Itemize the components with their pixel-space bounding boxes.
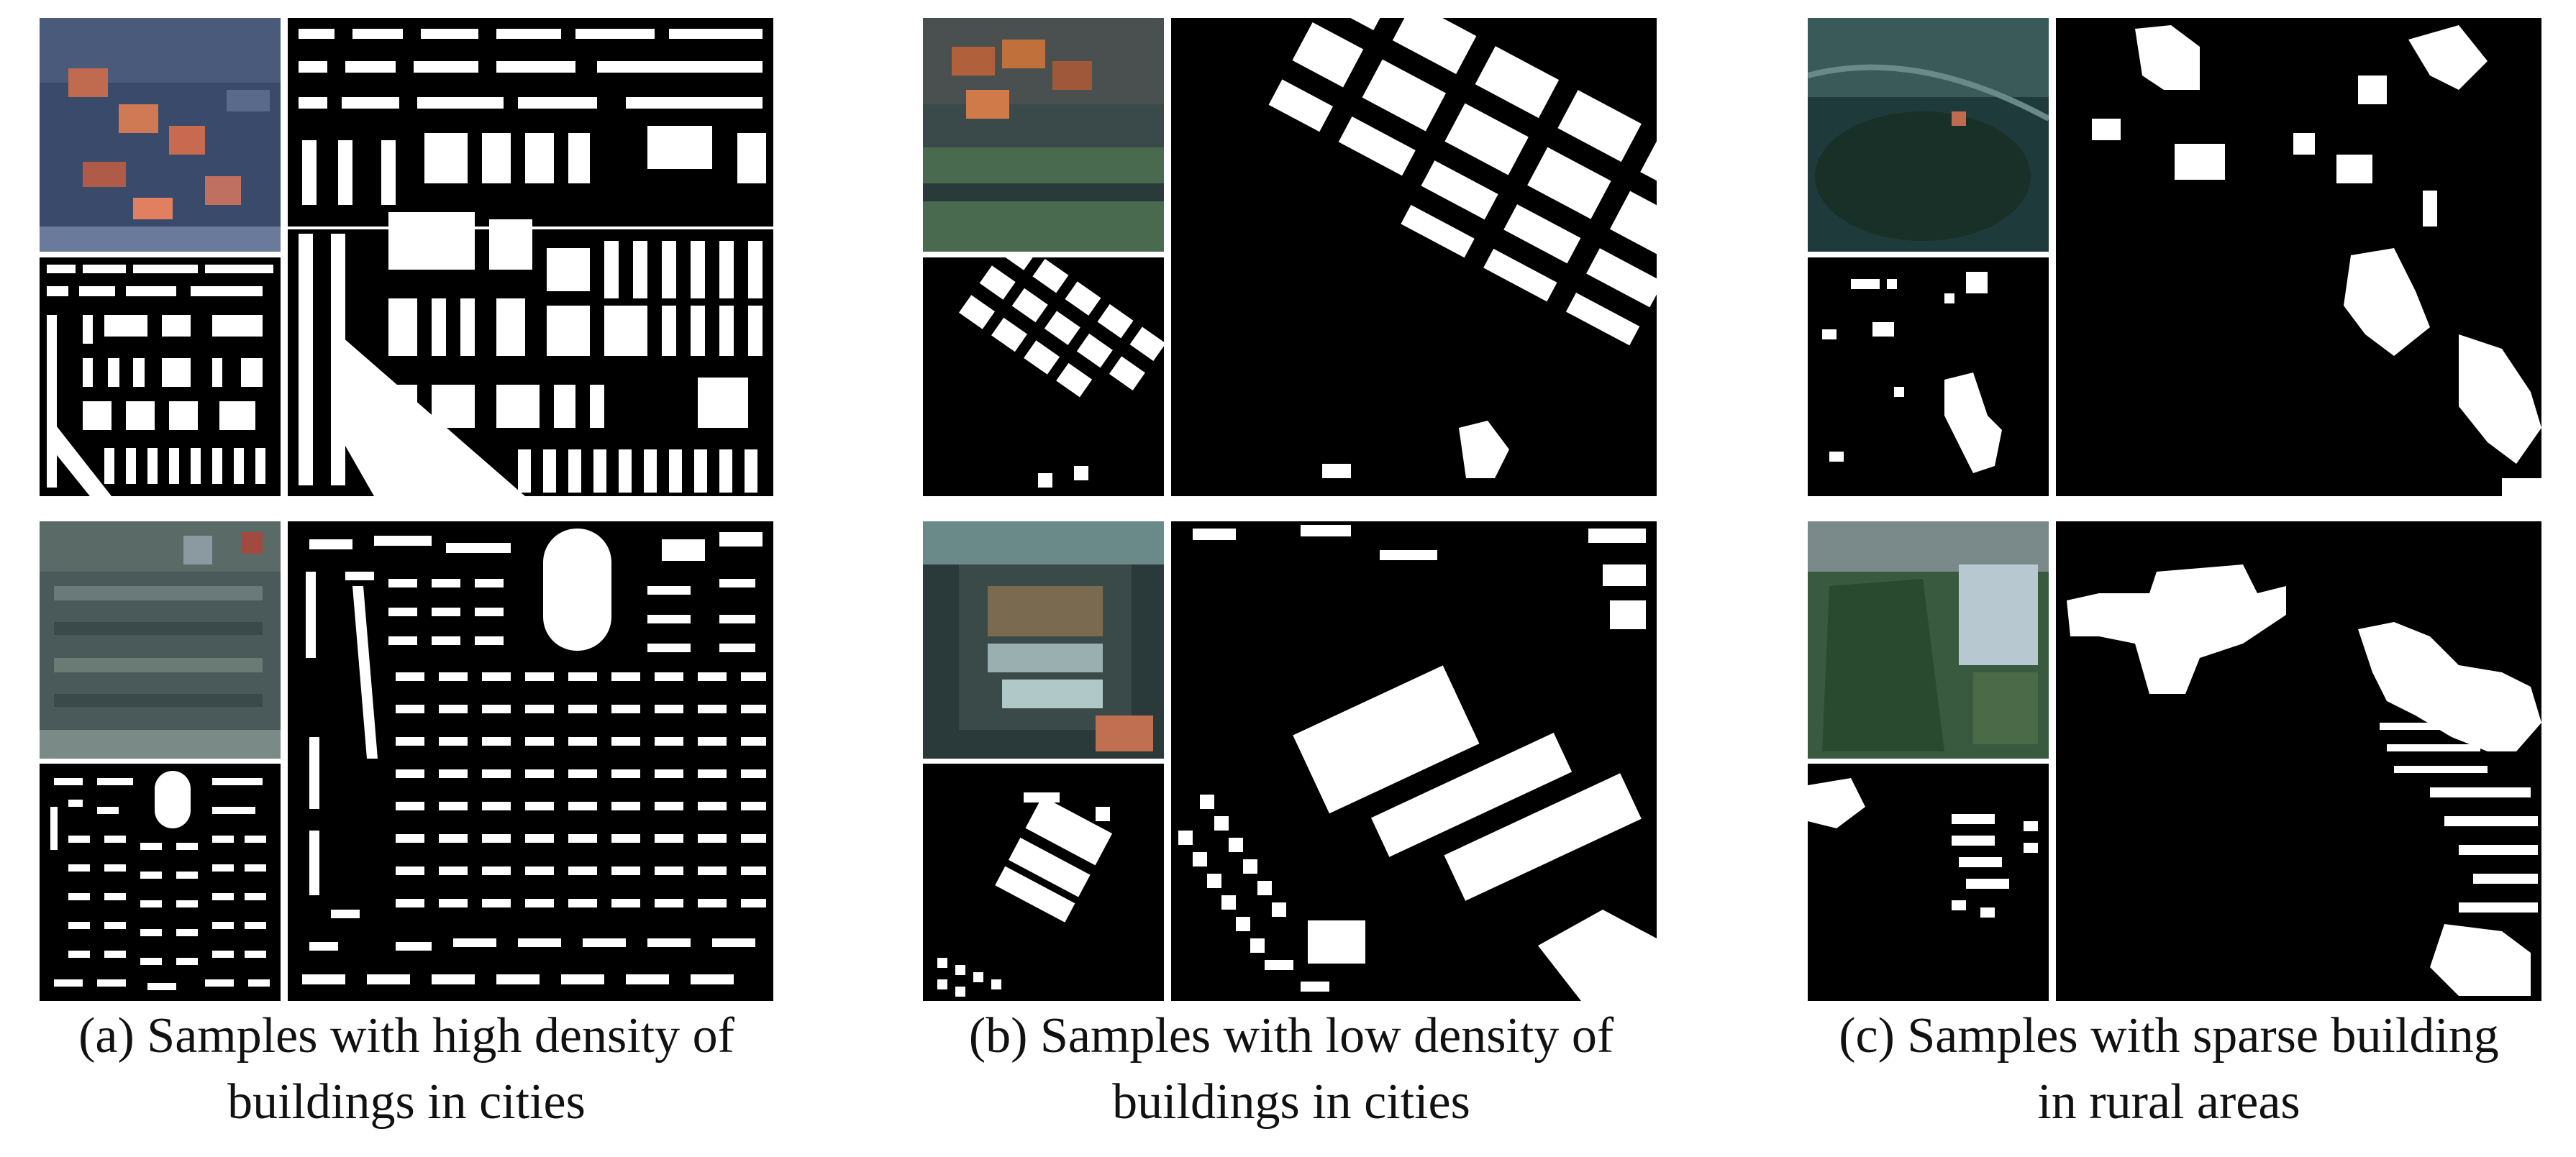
panel-c-row1-small-mask — [1808, 257, 2049, 496]
panel-a-row1-satellite-thumbnail — [40, 18, 281, 252]
panel-c-caption-line2: in rural areas — [2037, 1074, 2300, 1130]
panel-a-row1-small-mask — [40, 257, 281, 496]
panel-c-row2-large-mask — [2056, 521, 2541, 1001]
panel-b-row2-large-mask — [1171, 521, 1657, 1001]
panel-c-row2-small-mask — [1808, 764, 2049, 1001]
panel-b-caption: (b) Samples with low density of building… — [885, 1003, 1698, 1154]
panel-c-caption: (c) Samples with sparse building in rura… — [1762, 1003, 2575, 1154]
panel-a-row2-large-mask — [288, 521, 773, 1001]
panel-a-row2-satellite-thumbnail — [40, 521, 281, 759]
panel-c-row1-large-mask — [2056, 18, 2541, 496]
panel-a-caption-line1: (a) Samples with high density of — [78, 1008, 734, 1064]
panel-c-row1-satellite-thumbnail — [1808, 18, 2049, 252]
panel-b-caption-line1: (b) Samples with low density of — [968, 1008, 1614, 1064]
panel-c-row2-satellite-thumbnail — [1808, 521, 2049, 759]
panel-b-row1-satellite-thumbnail — [923, 18, 1164, 252]
panel-b-row2-satellite-thumbnail — [923, 521, 1164, 759]
panel-b-caption-line2: buildings in cities — [1112, 1074, 1470, 1130]
panel-c-caption-line1: (c) Samples with sparse building — [1839, 1008, 2499, 1064]
panel-b-row1-large-mask — [1171, 18, 1657, 496]
panel-a-caption: (a) Samples with high density of buildin… — [0, 1003, 813, 1154]
panel-b-row2-small-mask — [923, 764, 1164, 1001]
panel-b-row1-small-mask — [923, 257, 1164, 496]
panel-a-row2-small-mask — [40, 764, 281, 1001]
panel-a-caption-line2: buildings in cities — [227, 1074, 586, 1130]
panel-a-row1-large-mask — [288, 18, 773, 496]
